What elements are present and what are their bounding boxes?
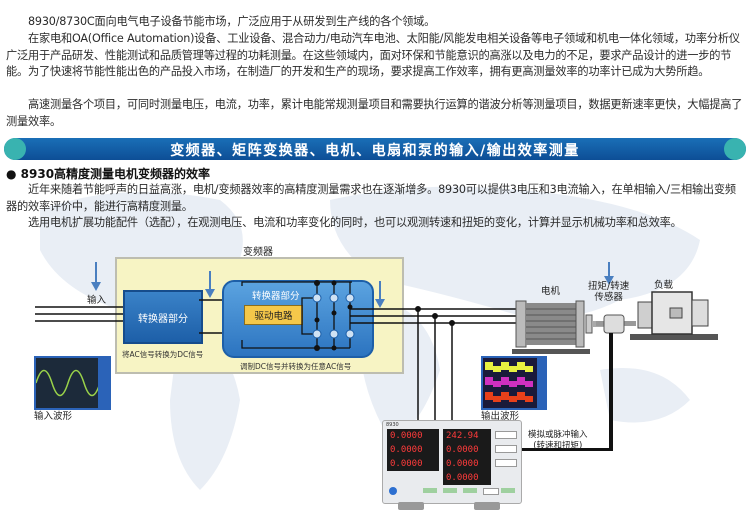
meter-button[interactable] xyxy=(495,431,517,439)
section-heading: ● 8930高精度测量电机变频器的效率 xyxy=(6,167,211,181)
meter-reading: 242.94 xyxy=(446,431,479,441)
input-label: 输入 xyxy=(87,295,107,306)
converter-block: 转换器部分 xyxy=(123,290,203,344)
sensor-label-line1: 扭矩/转速 xyxy=(588,281,630,292)
meter-button[interactable] xyxy=(501,488,515,493)
output-waveform-image xyxy=(481,356,547,410)
input-waveform-label: 输入波形 xyxy=(34,411,73,422)
torque-sensor-image xyxy=(596,314,636,334)
meter-reading: 0.0000 xyxy=(390,459,423,469)
motor-image xyxy=(512,300,604,354)
meter-reading: 0.0000 xyxy=(390,431,423,441)
input-arrow-icon xyxy=(91,262,101,291)
meter-button[interactable] xyxy=(483,488,499,495)
meter-model: 8930 xyxy=(386,422,399,428)
inverter-block-label: 转换器部分 xyxy=(252,291,300,302)
meter-reading: 0.0000 xyxy=(446,473,479,483)
load-image xyxy=(630,291,718,340)
meter-button[interactable] xyxy=(495,459,517,467)
efficiency-diagram: 变频器 输入 转换器部分 将AC信号转换为DC信号 转换器部分 驱动电路 xyxy=(0,240,750,513)
motor-label: 电机 xyxy=(541,286,561,297)
switching-circuit xyxy=(241,280,355,351)
load-label: 负载 xyxy=(654,280,674,291)
output-arrow-icon xyxy=(375,281,385,308)
power-meter: 8930 0.0000 0.0000 0.0000 242.94 0.0000 … xyxy=(382,420,522,504)
banner-right-cap xyxy=(724,138,746,160)
output-waveform-label: 输出波形 xyxy=(481,411,520,422)
meter-foot xyxy=(474,502,500,510)
inverter-label: 变频器 xyxy=(243,247,273,258)
meter-button[interactable] xyxy=(423,488,437,493)
inverter-caption: 调制DC信号并转换为任意AC信号 xyxy=(240,362,352,371)
meter-button[interactable] xyxy=(495,445,517,453)
intro-paragraph-applications: 在家电和OA(Office Automation)设备、工业设备、混合动力/电动… xyxy=(6,32,740,78)
analog-input-line2: (转速和扭矩) xyxy=(533,441,583,451)
section-banner: 变频器、矩阵变换器、电机、电扇和泵的输入/输出效率测量 xyxy=(4,138,746,160)
meter-reading: 0.0000 xyxy=(390,445,423,455)
intro-paragraph-speed: 高速测量各个项目，可同时测量电压，电流，功率，累计电能常规测量项目和需要执行运算… xyxy=(6,98,743,128)
sine-wave-icon xyxy=(35,358,109,408)
meter-display-right: 242.94 0.0000 0.0000 0.0000 xyxy=(443,429,491,485)
meter-power-button[interactable] xyxy=(389,487,397,495)
converter-caption: 将AC信号转换为DC信号 xyxy=(122,350,204,359)
converter-label: 转换器部分 xyxy=(138,313,188,325)
section-paragraph-1: 近年来随着节能呼声的日益高涨，电机/变频器效率的高精度测量需求也在逐渐增多。89… xyxy=(6,183,736,213)
meter-reading: 0.0000 xyxy=(446,445,479,455)
analog-input-label: 模拟或脉冲输入 (转速和扭矩) xyxy=(528,430,588,452)
section-paragraph-2: 选用电机扩展功能配件（选配），在观测电压、电流和功率变化的同时，也可以观测转速和… xyxy=(28,216,682,229)
banner-title: 变频器、矩阵变换器、电机、电扇和泵的输入/输出效率测量 xyxy=(170,143,580,159)
sensor-cable xyxy=(609,333,613,450)
meter-foot xyxy=(398,502,424,510)
meter-button[interactable] xyxy=(443,488,457,493)
pwm-wave-icon xyxy=(485,358,545,408)
sensor-label-line2: 传感器 xyxy=(594,292,623,303)
intro-line: 8930/8730C面向电气电子设备节能市场，广泛应用于从研发到生产线的各个领域… xyxy=(28,15,436,28)
meter-side-buttons xyxy=(495,429,517,485)
banner-left-cap xyxy=(4,138,26,160)
sensor-label: 扭矩/转速 传感器 xyxy=(588,281,629,303)
input-lines xyxy=(35,306,130,322)
analog-input-line1: 模拟或脉冲输入 xyxy=(528,430,588,440)
input-waveform-image xyxy=(34,356,111,410)
dc-arrow-icon xyxy=(205,271,215,298)
meter-reading: 0.0000 xyxy=(446,459,479,469)
sensor-arrow-icon xyxy=(604,262,614,285)
meter-button[interactable] xyxy=(463,488,477,493)
output-lines xyxy=(350,306,520,420)
drive-circuit-label: 驱动电路 xyxy=(254,311,293,322)
sensor-cable-horizontal xyxy=(521,448,613,451)
meter-display-left: 0.0000 0.0000 0.0000 xyxy=(387,429,439,471)
